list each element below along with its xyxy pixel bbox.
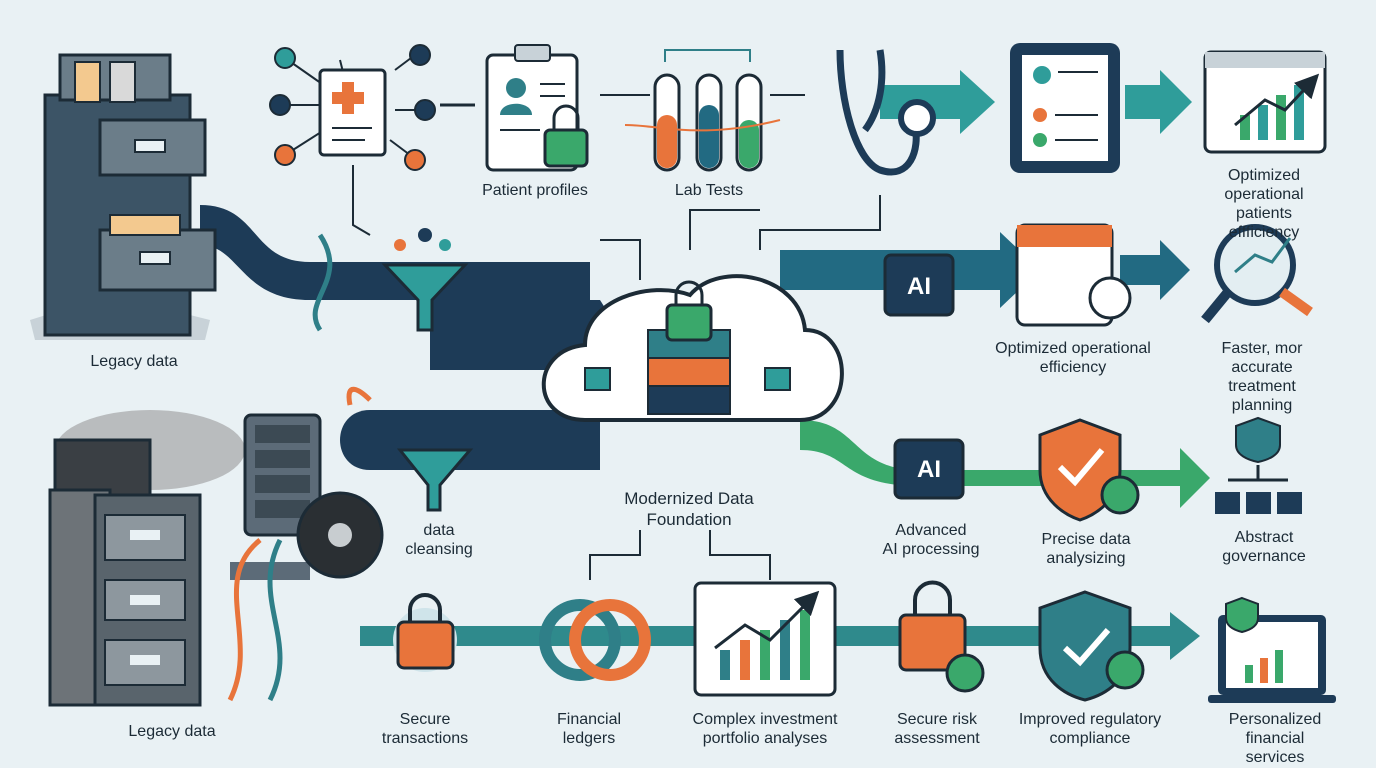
ai-chip-top-icon: AI <box>883 253 955 317</box>
ai-chip-bottom-text: AI <box>917 456 941 483</box>
funnel-middle-icon <box>396 448 474 512</box>
connector-lines <box>352 165 881 580</box>
label-improved-regulatory: Improved regulatory compliance <box>1018 711 1162 747</box>
label-legacy-data-top: Legacy data <box>90 353 178 370</box>
cloud-data-foundation-icon <box>541 274 844 422</box>
stethoscope-icon <box>836 49 936 176</box>
compliance-shield-icon <box>1038 590 1145 702</box>
ledger-links-icon <box>539 599 651 681</box>
lab-test-tubes-icon <box>600 49 805 172</box>
label-secure-risk: Secure risk assessment <box>894 711 980 747</box>
label-optimized-efficiency: Optimized operational efficiency <box>995 340 1151 376</box>
legacy-cabinet-top-icon <box>30 53 217 340</box>
legacy-cabinet-bottom-icon <box>48 410 245 707</box>
label-optimized-patients: Optimized operational patients effficien… <box>1224 167 1304 241</box>
label-data-cleansing: data cleansing <box>405 522 473 558</box>
medical-record-network-icon <box>269 44 436 171</box>
label-faster-treatment: Faster, mor accurate treatment planning <box>1221 340 1303 414</box>
governance-hierarchy-icon <box>1215 416 1302 514</box>
calendar-clock-icon <box>1015 223 1132 327</box>
label-advanced-ai: Advanced AI processing <box>882 522 980 558</box>
investment-chart-icon <box>693 581 837 697</box>
label-secure-transactions: Secure transactions <box>381 711 469 747</box>
ai-chip-bottom-icon: AI <box>893 438 965 500</box>
ai-chip-top-text: AI <box>907 273 931 300</box>
cable-top-icon <box>312 233 333 332</box>
label-modernized-foundation: Modernized Data Foundation <box>624 489 754 529</box>
personalized-laptop-icon <box>1208 596 1336 703</box>
label-abstract-governance: Abstract governance <box>1222 529 1306 565</box>
label-patient-profiles: Patient profiles <box>482 182 588 199</box>
label-personalized-financial: Personalized financial services <box>1228 711 1322 766</box>
magnifier-chart-icon <box>1201 224 1313 324</box>
analytics-window-icon <box>1203 50 1327 154</box>
label-legacy-data-bottom: Legacy data <box>128 723 216 740</box>
label-lab-tests: Lab Tests <box>674 182 744 199</box>
funnel-top-icon <box>381 228 469 332</box>
label-precise-data: Precise data analysizing <box>1041 531 1131 567</box>
label-complex-investment: Complex investment portfolio analyses <box>692 711 838 747</box>
secure-transaction-lock-icon <box>393 593 457 672</box>
tablet-patient-icon <box>1010 43 1120 173</box>
shield-check-icon <box>1038 418 1140 522</box>
risk-lock-icon <box>898 580 985 693</box>
label-financial-ledgers: Financial ledgers <box>556 711 622 747</box>
legacy-server-icon <box>227 386 384 702</box>
patient-profile-clipboard-icon <box>485 44 589 172</box>
